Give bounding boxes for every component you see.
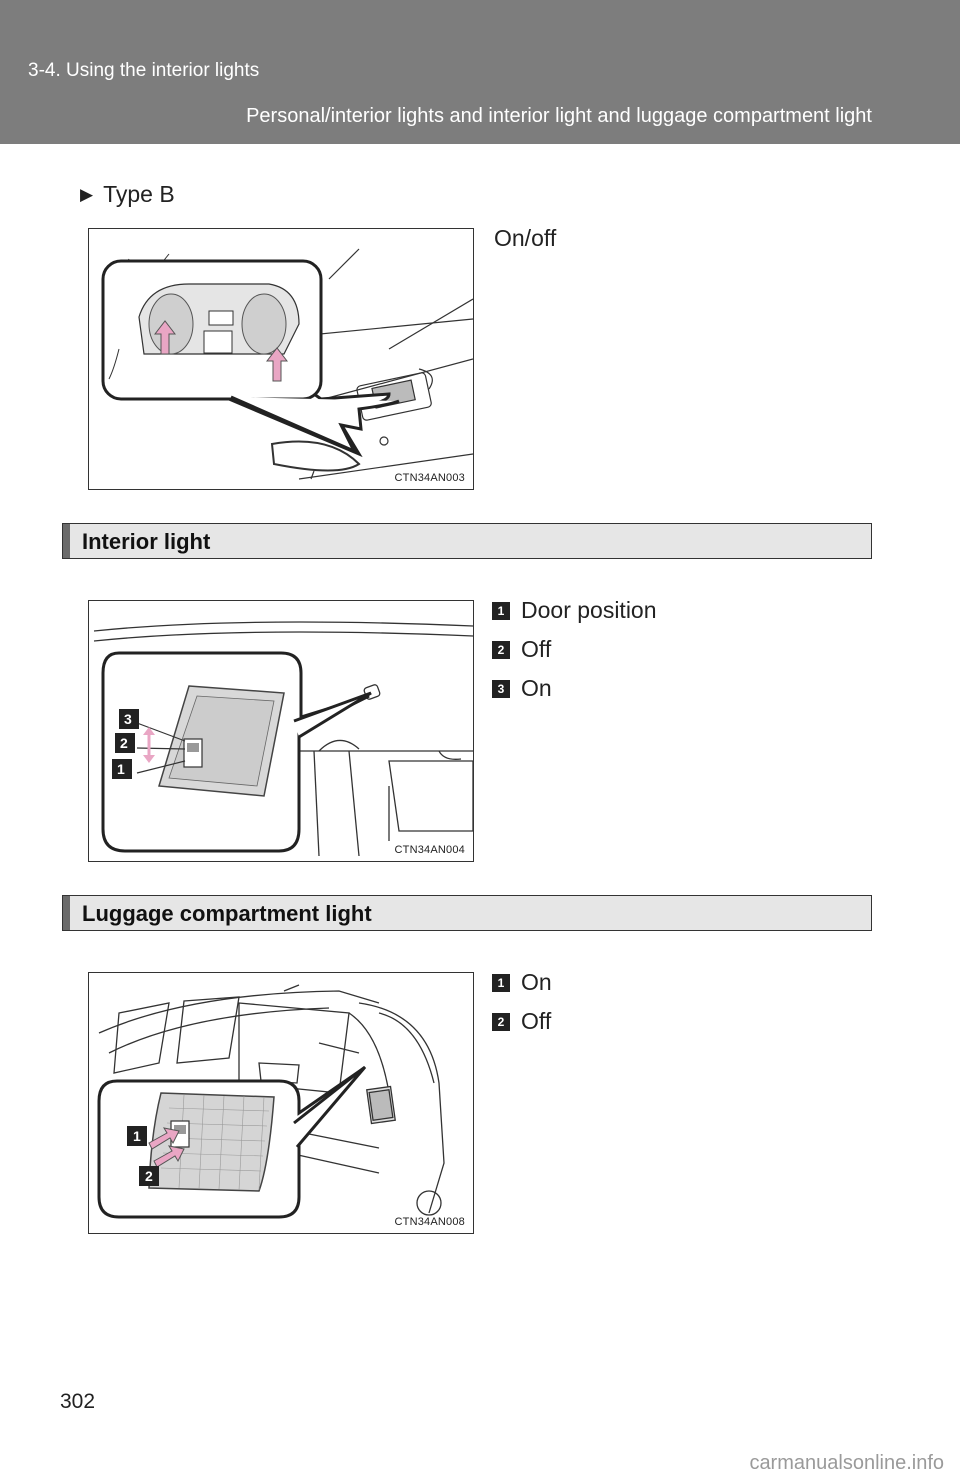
- svg-text:2: 2: [145, 1168, 153, 1184]
- svg-text:3: 3: [124, 711, 132, 727]
- chapter-title: 3-4. Using the interior lights: [28, 60, 260, 81]
- figure-interior-light: 3 2 1 CTN34AN004: [88, 600, 474, 862]
- number-badge: 3: [492, 679, 510, 698]
- number-badge: 1: [492, 601, 510, 620]
- section-heading-luggage-light: Luggage compartment light: [62, 895, 872, 931]
- list-item: 3 On: [492, 675, 552, 702]
- page-header: 3-4. Using the interior lights Personal/…: [0, 0, 960, 144]
- figure-code: CTN34AN003: [394, 472, 465, 484]
- number-badge: 2: [492, 1012, 510, 1031]
- figure-code: CTN34AN004: [394, 844, 465, 856]
- type-b-label: ▶Type B: [80, 181, 175, 207]
- list-item: 2 Off: [492, 1008, 551, 1035]
- svg-text:2: 2: [120, 735, 128, 751]
- figure-code: CTN34AN008: [394, 1216, 465, 1228]
- personal-lights-illustration: [101, 248, 473, 480]
- page-number: 302: [60, 1390, 96, 1413]
- section-subtitle: Personal/interior lights and interior li…: [246, 105, 872, 127]
- svg-text:1: 1: [133, 1128, 141, 1144]
- number-badge: 2: [492, 640, 510, 659]
- list-item: 2 Off: [492, 636, 551, 663]
- figure-personal-lights: CTN34AN003: [88, 228, 474, 490]
- number-badge: 1: [492, 973, 510, 992]
- on-off-caption: On/off: [494, 225, 557, 251]
- watermark-text: carmanualsonline.info: [749, 1452, 944, 1474]
- list-item: 1 Door position: [492, 597, 657, 624]
- svg-text:1: 1: [117, 761, 125, 777]
- list-item: 1 On: [492, 969, 552, 996]
- figure-luggage-light: 1 2 CTN34AN008: [88, 972, 474, 1234]
- section-heading-interior-light: Interior light: [62, 523, 872, 559]
- triangle-bullet-icon: ▶: [80, 185, 94, 204]
